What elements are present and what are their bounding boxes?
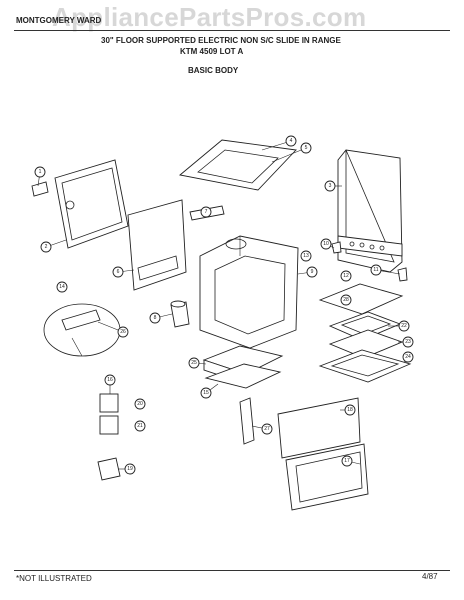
brand-label: MONTGOMERY WARD [16, 16, 102, 25]
callout-17-label: 17 [344, 458, 350, 464]
callout-19-label: 19 [127, 466, 133, 472]
callout-17: 17 [341, 455, 353, 467]
callout-18: 18 [344, 404, 356, 416]
switch-part [99, 393, 119, 435]
callout-1: 1 [34, 166, 46, 178]
watermark: AppliancePartsPros.com [52, 2, 367, 32]
callout-14: 14 [56, 281, 68, 293]
callout-27-label: 27 [264, 426, 270, 432]
callout-22: 22 [398, 320, 410, 332]
callout-25: 25 [188, 357, 200, 369]
callout-27: 27 [261, 423, 273, 435]
callout-8: 8 [149, 312, 161, 324]
callout-28: 28 [340, 294, 352, 306]
callout-1-label: 1 [39, 169, 42, 175]
back-panel-part [54, 159, 129, 249]
callout-6-label: 6 [117, 269, 120, 275]
callout-6: 6 [112, 266, 124, 278]
oven-body-part [199, 235, 299, 349]
callout-12-label: 12 [343, 273, 349, 279]
callout-3-label: 3 [329, 183, 332, 189]
door-handle-part [239, 397, 255, 445]
callout-15: 15 [200, 387, 212, 399]
callout-20-label: 20 [137, 401, 143, 407]
callout-12: 12 [340, 270, 352, 282]
callout-10-label: 10 [323, 241, 329, 247]
callout-16-label: 16 [107, 377, 113, 383]
callout-24: 24 [402, 351, 414, 363]
diagram-title: 30" FLOOR SUPPORTED ELECTRIC NON S/C SLI… [101, 36, 341, 45]
callout-11: 11 [370, 264, 382, 276]
revision-date: 4/87 [422, 572, 438, 581]
callout-2: 2 [40, 241, 52, 253]
drawer-base-part [204, 363, 282, 389]
header-divider [14, 30, 450, 31]
callout-16: 16 [104, 374, 116, 386]
rack-part [318, 283, 404, 315]
door-frame-part [318, 349, 412, 383]
callout-10: 10 [320, 238, 332, 250]
bracket-part [31, 181, 49, 197]
callout-13: 13 [300, 250, 312, 262]
callout-13-label: 13 [303, 253, 309, 259]
model-number: KTM 4509 LOT A [180, 47, 244, 56]
callout-24-label: 24 [405, 354, 411, 360]
callout-5: 5 [300, 142, 312, 154]
callout-23: 23 [402, 336, 414, 348]
callout-23-label: 23 [405, 339, 411, 345]
hinge-assembly-part [43, 303, 121, 357]
callout-7-label: 7 [205, 209, 208, 215]
screw-part [331, 241, 342, 254]
callout-3: 3 [324, 180, 336, 192]
callout-18-label: 18 [347, 407, 353, 413]
drawer-front-part [277, 397, 369, 511]
callout-2-label: 2 [45, 244, 48, 250]
callout-22-label: 22 [401, 323, 407, 329]
callout-5-label: 5 [305, 145, 308, 151]
callout-25-label: 25 [191, 360, 197, 366]
latch-part [97, 457, 121, 481]
callout-20: 20 [134, 398, 146, 410]
callout-14-label: 14 [59, 284, 65, 290]
callout-26-label: 26 [120, 329, 126, 335]
inner-panel-part [127, 199, 187, 291]
callout-19: 19 [124, 463, 136, 475]
callout-4: 4 [285, 135, 297, 147]
callout-26: 26 [117, 326, 129, 338]
callout-9: 9 [306, 266, 318, 278]
top-panel-part [178, 139, 297, 191]
cylinder-part [170, 300, 190, 328]
callout-8-label: 8 [154, 315, 157, 321]
callout-7: 7 [200, 206, 212, 218]
callout-28-label: 28 [343, 297, 349, 303]
section-title: BASIC BODY [188, 66, 239, 75]
callout-4-label: 4 [290, 138, 293, 144]
callout-21: 21 [134, 420, 146, 432]
knob-part [397, 267, 408, 282]
callout-15-label: 15 [203, 390, 209, 396]
footnote: *NOT ILLUSTRATED [16, 574, 92, 583]
callout-11-label: 11 [373, 267, 378, 273]
footer-divider [14, 570, 450, 571]
callout-9-label: 9 [311, 269, 314, 275]
callout-21-label: 21 [137, 423, 143, 429]
